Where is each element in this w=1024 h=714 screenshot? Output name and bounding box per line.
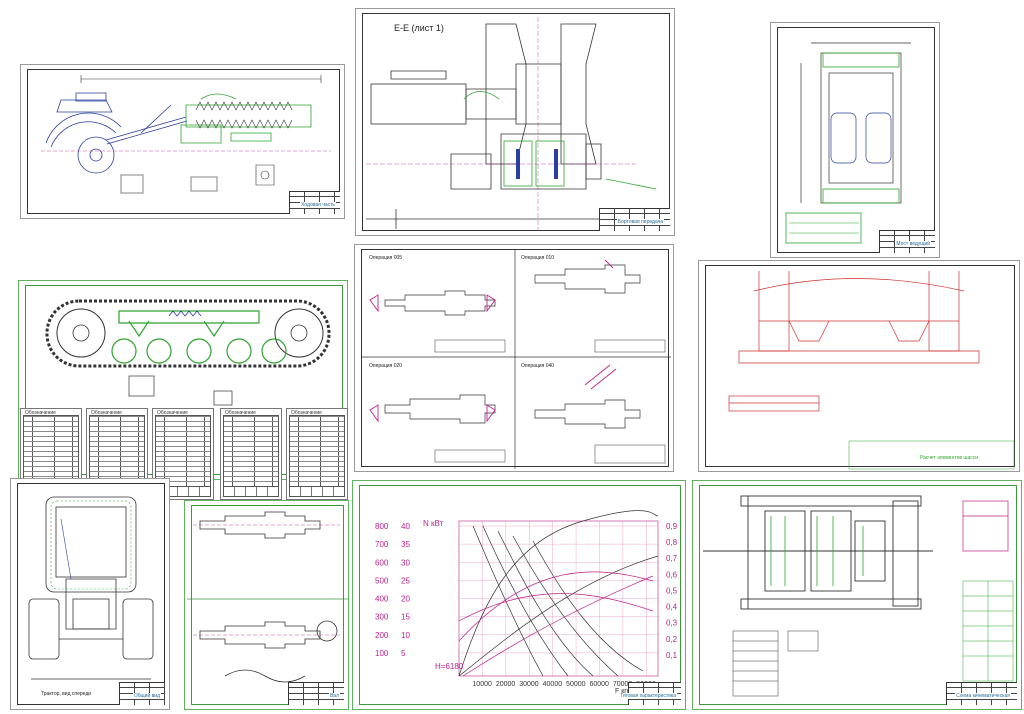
second-axis-tick-label: 15 [401, 613, 410, 622]
sheet-track-tensioner[interactable]: Ходовая часть [20, 64, 345, 219]
spec-table [223, 415, 279, 487]
right-tick-label: 0,7 [666, 554, 678, 563]
sheet-frame [705, 265, 1015, 467]
x-tick-label: 10000 [472, 681, 492, 688]
sheet-right-detail[interactable]: Расчет элементов шасси [698, 260, 1020, 472]
right-tick-label: 0,3 [666, 619, 678, 628]
right-tick-label: 0,5 [666, 586, 678, 595]
x-tick-label: 20000 [496, 681, 516, 688]
right-tick-label: 0,6 [666, 570, 678, 579]
spec-sheet-5[interactable]: Обозначение [286, 408, 348, 500]
spec-sheet-3[interactable]: Обозначение [152, 408, 214, 500]
title-block-text: Расчет элементов шасси [918, 455, 979, 461]
left-tick-label: 800 [375, 522, 389, 531]
spec-header: Обозначение [225, 410, 256, 416]
tractor-front-drawing [28, 496, 154, 680]
right-tick-label: 0,2 [666, 635, 678, 644]
sheet-tractor-front[interactable]: Трактор, вид спереди Общий вид [10, 478, 170, 710]
sheet-frame [191, 505, 344, 705]
x-tick-label: 70000 [613, 681, 633, 688]
x-tick-label: 30000 [519, 681, 539, 688]
sheet-frame [359, 485, 681, 705]
second-axis-tick-label: 5 [401, 649, 406, 658]
second-axis-tick-label: 25 [401, 576, 410, 585]
right-tick-label: 0,4 [666, 603, 678, 612]
title-block-text: Тяговая характеристика [619, 693, 677, 699]
title-block-text: Вал [328, 693, 340, 699]
x-axis-label: F кгс [615, 688, 631, 695]
sheet-frame [777, 27, 935, 253]
second-axis-tick-label: 40 [401, 522, 410, 531]
sheet-kinematics[interactable]: Схема кинематическая [692, 480, 1022, 710]
spec-header: Обозначение [157, 410, 188, 416]
spec-table [155, 415, 211, 487]
start-label: H=6180 [435, 662, 464, 671]
sheet-dynamics-chart[interactable]: 1000020000300004000050000600007000080000… [352, 480, 686, 710]
view-label: Трактор, вид спереди [41, 691, 92, 697]
axle-drawing [785, 42, 911, 244]
sheet-frame [699, 485, 1017, 705]
right-tick-label: 0,1 [666, 651, 678, 660]
tensioner-drawing [41, 75, 331, 194]
sheet-hub-section[interactable]: Е-Е (лист 1) [355, 8, 675, 236]
spec-header: Обозначение [91, 410, 122, 416]
sheet-operations[interactable]: Операция 005 Операция 010 Операция 020 О… [354, 244, 674, 472]
left-tick-label: 400 [375, 595, 389, 604]
track-drawing [45, 299, 331, 406]
y-axis-label: N кВт [423, 519, 444, 528]
sheet-axle-view[interactable]: Мост ведущий [770, 22, 940, 258]
title-block-text: Мост ведущий [895, 241, 931, 247]
second-axis-tick-label: 10 [401, 631, 410, 640]
sheet-frame [27, 69, 340, 214]
second-axis-tick-label: 30 [401, 558, 410, 567]
spec-table [23, 415, 79, 487]
spec-sheet-4[interactable]: Обозначение [220, 408, 282, 500]
section-label: Е-Е (лист 1) [394, 23, 444, 33]
traction-chart: 1000020000300004000050000600007000080000… [375, 510, 678, 695]
left-tick-label: 300 [375, 613, 389, 622]
x-tick-label: 60000 [589, 681, 609, 688]
kinematic-scheme [703, 495, 1014, 697]
title-block-text: Ходовая часть [300, 202, 336, 208]
operation-label-1: Операция 005 [369, 255, 403, 261]
right-tick-label: 0,9 [666, 522, 678, 531]
left-tick-label: 700 [375, 540, 389, 549]
chassis-detail-drawing [728, 271, 1015, 470]
right-tick-label: 0,8 [666, 538, 678, 547]
second-axis-tick-label: 35 [401, 540, 410, 549]
sheet-shaft[interactable]: Вал [184, 500, 349, 710]
left-tick-label: 600 [375, 558, 389, 567]
sheet-frame [362, 13, 670, 231]
title-block [288, 682, 344, 705]
title-block-text: Общий вид [132, 693, 161, 699]
title-block-text: Схема кинематическая [955, 693, 1011, 699]
x-tick-label: 40000 [543, 681, 563, 688]
operation-label-4: Операция 040 [521, 363, 555, 369]
sprocket-wheel [274, 308, 324, 358]
operations-grid [361, 249, 671, 469]
operation-label-2: Операция 010 [521, 255, 555, 261]
left-tick-label: 100 [375, 649, 389, 658]
idler-wheel [56, 308, 106, 358]
spec-header: Обозначение [291, 410, 322, 416]
x-tick-label: 50000 [566, 681, 586, 688]
spec-stamp [223, 486, 279, 497]
shaft-drawing [187, 511, 348, 683]
second-axis-tick-label: 20 [401, 595, 410, 604]
left-tick-label: 200 [375, 631, 389, 640]
spec-header: Обозначение [25, 410, 56, 416]
spec-stamp [289, 486, 345, 497]
left-tick-label: 500 [375, 576, 389, 585]
spec-table [89, 415, 145, 487]
sheet-frame [17, 483, 165, 705]
operation-label-3: Операция 020 [369, 363, 403, 369]
spec-table [289, 415, 345, 487]
title-block-text: Бортовая передача [616, 219, 664, 225]
hub-section-drawing [366, 17, 657, 231]
